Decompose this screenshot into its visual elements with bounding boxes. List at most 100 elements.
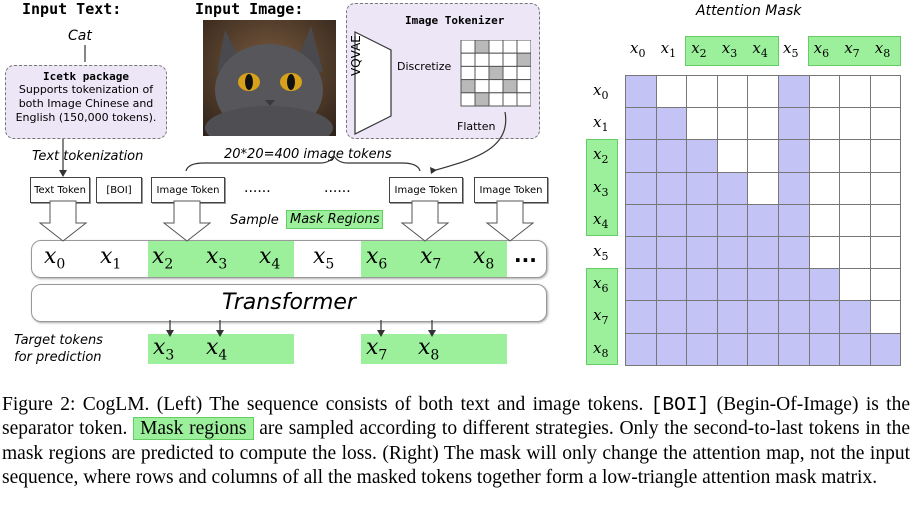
sequence-token-5-index: 5 [325, 256, 335, 273]
caption-mask-regions: Mask regions [133, 417, 254, 441]
target-token-4-symbol: x [206, 335, 219, 360]
mask-col-label-0-index: 0 [638, 47, 646, 60]
mask-cell-8-5 [778, 332, 810, 366]
mask-cell-1-1 [655, 107, 688, 141]
mask-cell-6-8 [869, 268, 902, 302]
input-text-value: Cat [68, 28, 92, 44]
mask-cell-0-6 [808, 75, 841, 109]
target-token-4-index: 4 [218, 347, 228, 364]
mask-cell-0-2 [686, 75, 718, 109]
mask-row-label-3-index: 3 [601, 185, 609, 199]
target-token-8-symbol: x [418, 335, 431, 360]
mask-cell-0-7 [839, 75, 871, 109]
mask-cell-8-6 [808, 332, 841, 366]
target-token-3-index: 3 [165, 347, 175, 364]
image-tokens-count: 20*20=400 image tokens [224, 147, 392, 162]
mask-cell-2-3 [716, 139, 749, 173]
mask-col-label-7-index: 7 [852, 47, 860, 60]
mask-col-label-6-index: 6 [822, 47, 830, 60]
sequence-token-0-index: 0 [56, 256, 66, 273]
ellipsis-2: ...... [324, 180, 351, 196]
mask-row-label-2-symbol: x [593, 145, 602, 164]
mask-cell-2-1 [655, 139, 688, 173]
sequence-token-8: x8 [473, 244, 494, 272]
icetk-title: Icetk package [42, 70, 130, 83]
input-text-title: Input Text: [22, 0, 122, 18]
mask-row-label-1-index: 1 [601, 121, 609, 135]
mask-cell-1-8 [869, 107, 902, 141]
mask-col-label-1-symbol: x [660, 39, 670, 57]
attention-mask-title: Attention Mask [696, 3, 802, 19]
mask-cell-5-5 [778, 236, 810, 270]
image-tokenizer-box: Image Tokenizer VQVAE Discretize Flatten [346, 3, 540, 139]
mask-cell-1-7 [839, 107, 871, 141]
mask-cell-8-4 [747, 332, 779, 366]
mask-col-label-5: x5 [783, 39, 798, 60]
mask-cell-0-8 [869, 75, 902, 109]
figure-caption: Figure 2: CogLM. (Left) The sequence con… [2, 393, 910, 491]
mask-cell-4-1 [655, 203, 688, 237]
mask-cell-1-4 [747, 107, 779, 141]
mask-cell-3-1 [655, 171, 688, 205]
mask-row-label-2-index: 2 [601, 153, 609, 167]
mask-row-label-5: x5 [593, 242, 608, 263]
mask-cell-6-0 [625, 268, 657, 302]
mask-row-label-5-symbol: x [593, 242, 602, 260]
mask-cell-7-2 [686, 300, 718, 334]
input-image-title: Input Image: [195, 0, 304, 18]
mask-cell-8-1 [655, 332, 688, 366]
mask-row-group-1 [586, 139, 618, 236]
mask-cell-6-5 [778, 268, 810, 302]
mask-col-label-2-index: 2 [699, 47, 707, 60]
mask-cell-5-4 [747, 236, 779, 270]
mask-col-label-4-symbol: x [752, 39, 761, 57]
target-token-7: x7 [366, 335, 387, 363]
text-tokenization-label: Text tokenization [32, 149, 144, 164]
sequence-token-1-index: 1 [112, 256, 122, 273]
mask-row-label-0: x0 [593, 81, 608, 102]
mask-cell-3-4 [747, 171, 779, 205]
mask-cell-4-5 [778, 203, 810, 237]
mask-cell-6-7 [839, 268, 871, 302]
mask-cell-3-2 [686, 171, 718, 205]
target-label-line-1: Target tokens [14, 333, 103, 348]
mask-cell-6-6 [808, 268, 841, 302]
sequence-token-1-symbol: x [100, 244, 113, 269]
sequence-token-6-symbol: x [366, 244, 379, 269]
target-token-8-index: 8 [430, 347, 440, 364]
caption-boi: [BOI] [650, 394, 710, 416]
mask-cell-3-7 [839, 171, 871, 205]
caption-part-2: (Begin-Of-Image) is the separator token. [2, 394, 911, 440]
mask-row-label-6-index: 6 [601, 282, 609, 296]
target-region-2 [361, 334, 507, 364]
mask-row-label-2: x2 [593, 145, 608, 166]
sequence-token-3-index: 3 [218, 256, 228, 273]
mask-cell-0-0 [625, 75, 657, 109]
sequence-token-7-symbol: x [420, 244, 433, 269]
text-token-box: Text Token [30, 177, 90, 203]
mask-row-label-3: x3 [593, 178, 608, 199]
mask-col-label-6: x6 [814, 39, 829, 60]
icetk-package-box: Icetk package Supports tokenization of b… [5, 65, 167, 139]
sequence-token-8-index: 8 [485, 256, 495, 273]
mask-cell-7-6 [808, 300, 841, 334]
mask-column-group-1 [685, 36, 779, 66]
target-token-7-index: 7 [378, 347, 388, 364]
caption-part-1: Figure 2: CogLM. (Left) The sequence con… [2, 394, 644, 415]
mask-row-label-8-index: 8 [601, 346, 609, 360]
mask-cell-1-5 [778, 107, 810, 141]
tokenizer-title: Image Tokenizer [405, 14, 505, 27]
mask-cell-3-3 [716, 171, 749, 205]
mask-col-label-1: x1 [661, 39, 676, 60]
mask-col-label-2-symbol: x [691, 39, 700, 57]
mask-col-label-0: x0 [630, 39, 645, 60]
mask-row-label-6: x6 [593, 274, 608, 295]
mask-cell-3-6 [808, 171, 841, 205]
mask-cell-2-6 [808, 139, 841, 173]
mask-cell-1-6 [808, 107, 841, 141]
vqvae-shape [354, 31, 392, 135]
mask-cell-2-0 [625, 139, 657, 173]
sequence-token-4-index: 4 [271, 256, 281, 273]
mask-cell-1-2 [686, 107, 718, 141]
sequence-token-4: x4 [259, 244, 280, 272]
